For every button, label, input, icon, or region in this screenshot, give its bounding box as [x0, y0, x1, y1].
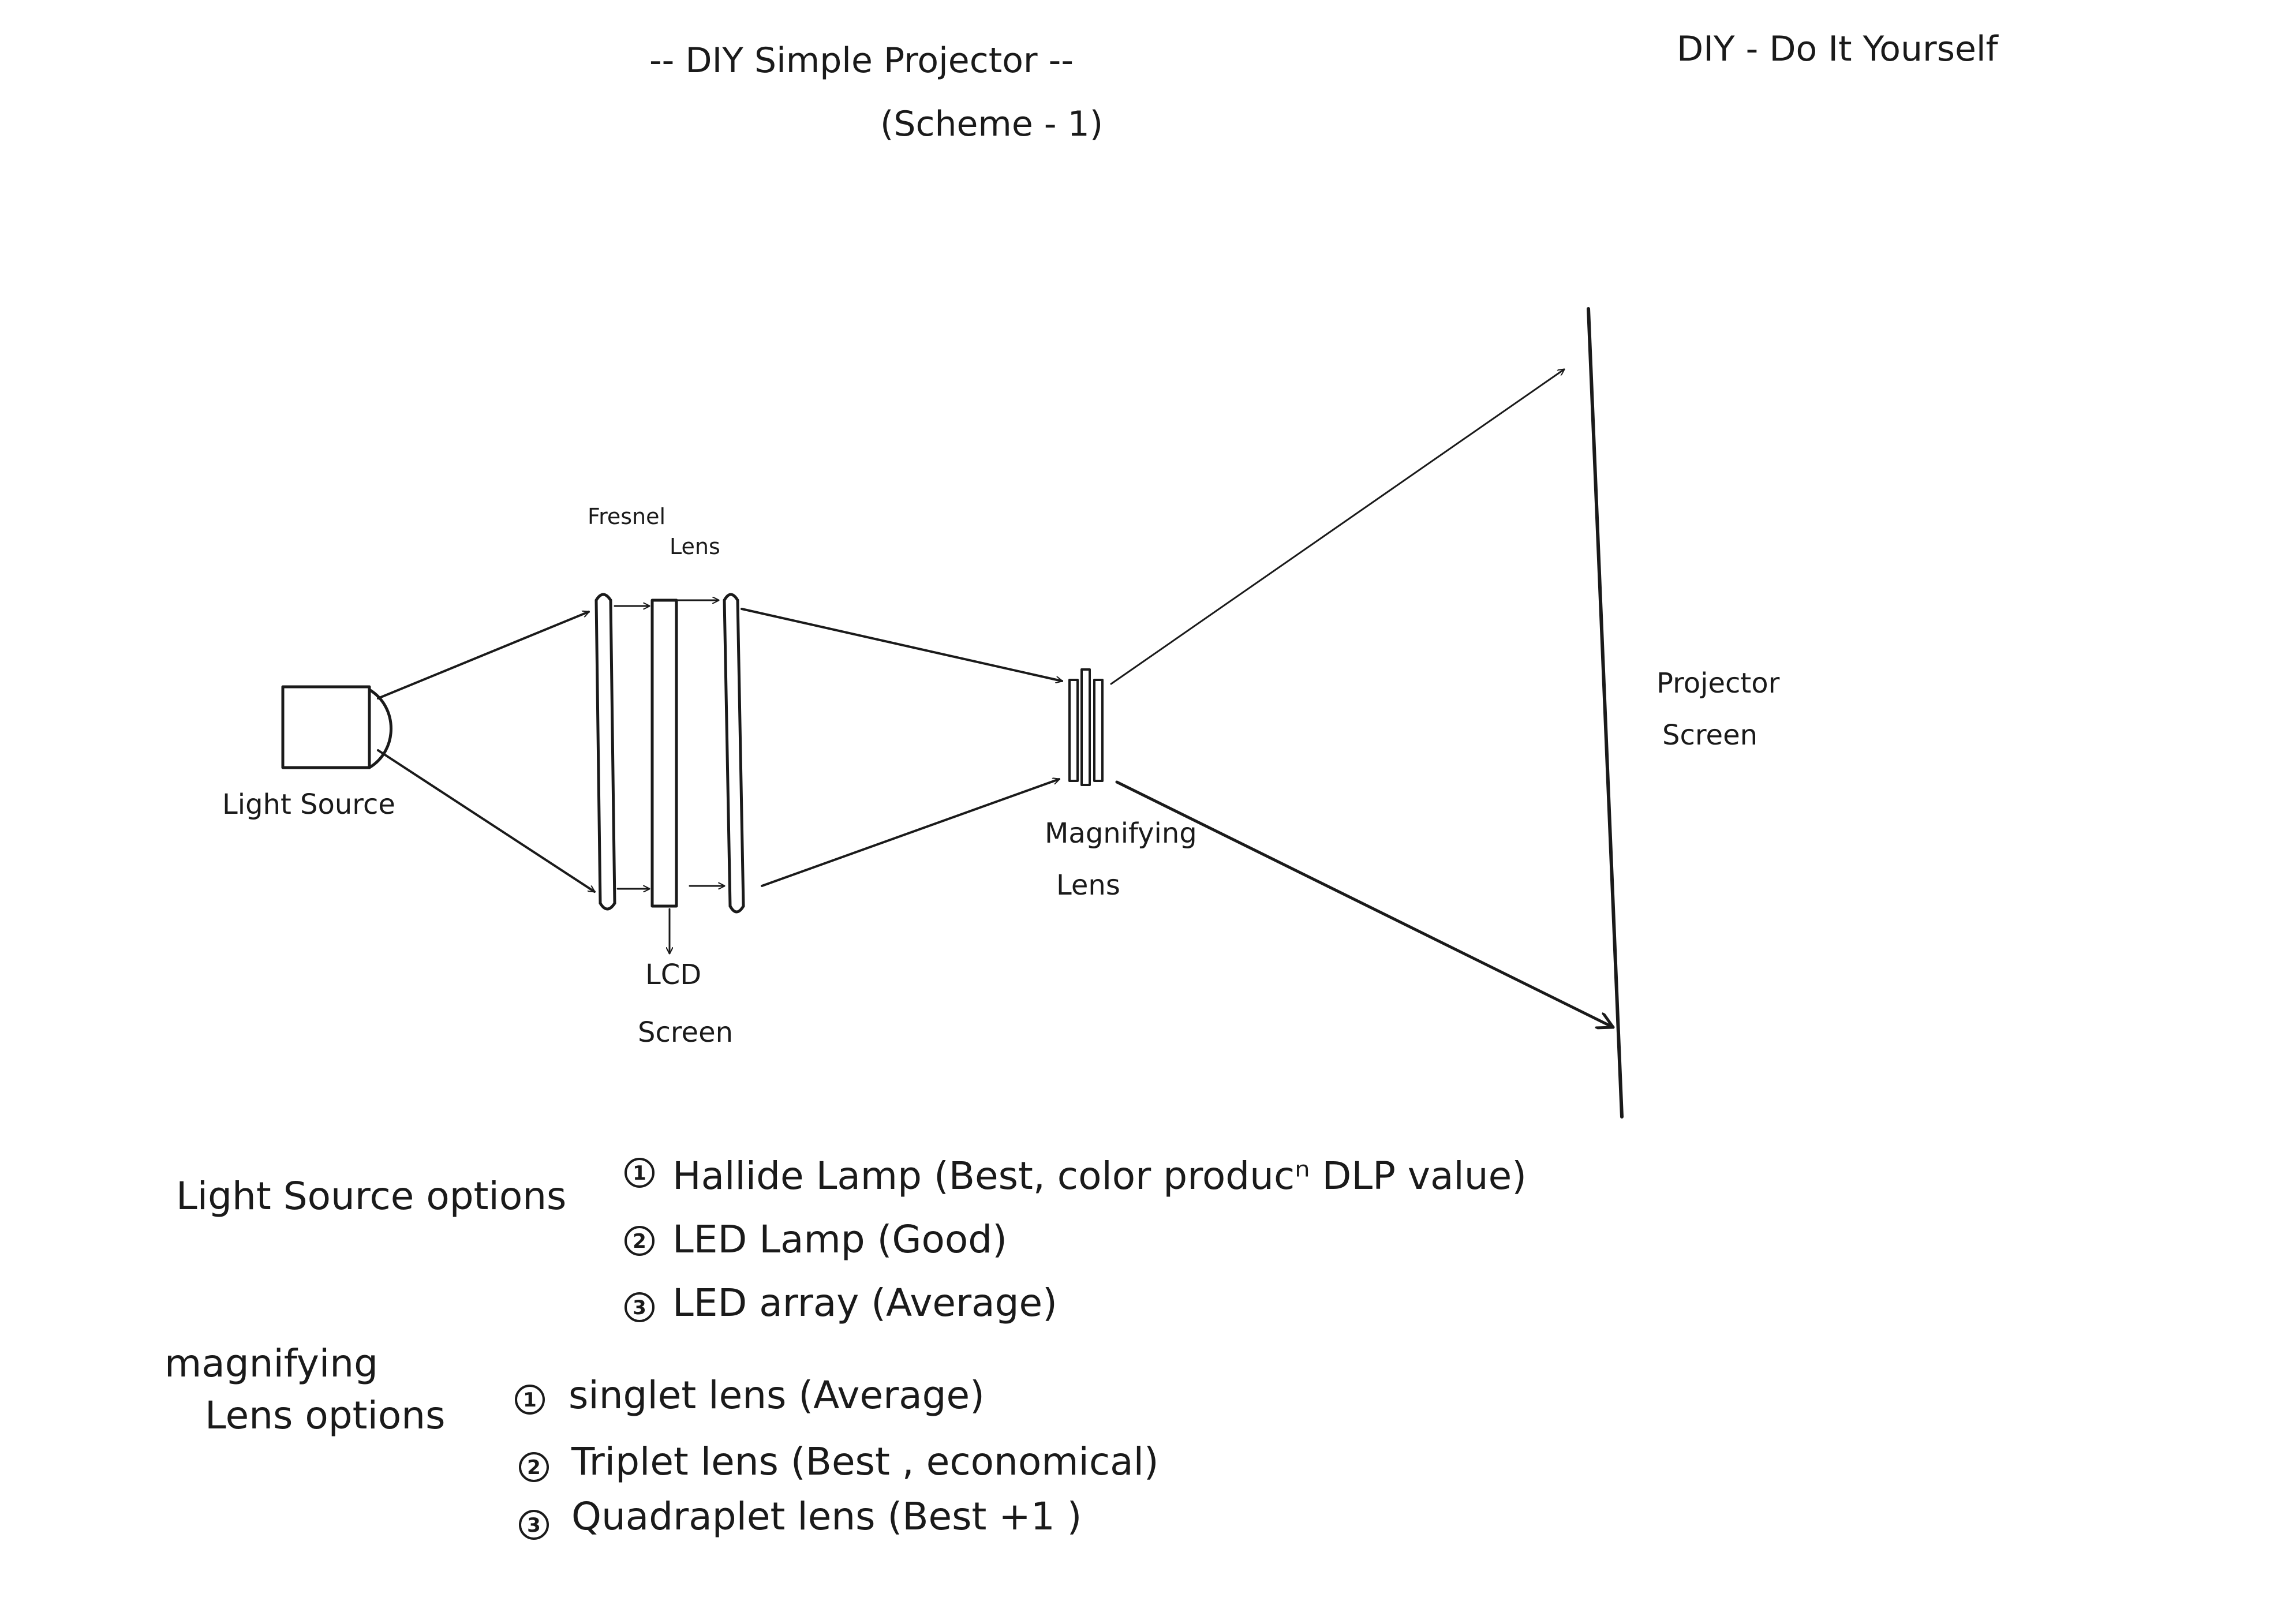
magnifying-option-3-text: Quadraplet lens (Best +1 ) [571, 1494, 1082, 1539]
light-option-3-number: 3 [633, 1296, 646, 1319]
light-option-3-text: LED array (Average) [672, 1281, 1057, 1325]
magnifying-option-1-number: 1 [523, 1389, 537, 1412]
ray-source-to-fresnel-top [377, 612, 589, 699]
fresnel-lens-2 [723, 593, 745, 914]
magnifying-options-heading-line1: magnifying [164, 1341, 378, 1386]
light-source-options-heading: Light Source options [176, 1174, 566, 1218]
light-source-option-2: 2 LED Lamp (Good) [625, 1217, 1007, 1262]
diy-corner-note: DIY - Do It Yourself [1677, 29, 1999, 69]
projector-screen [1587, 307, 1624, 1119]
fresnel-lens-1 [594, 593, 616, 911]
light-option-2-number: 2 [633, 1230, 646, 1253]
ray-source-to-fresnel-bottom [377, 749, 594, 893]
fresnel-label-line2: Lens [670, 534, 720, 559]
fresnel-label-line1: Fresnel [588, 504, 665, 529]
magnifying-lens-label-line2: Lens [1056, 869, 1120, 901]
light-source-option-3: 3 LED array (Average) [625, 1281, 1057, 1325]
ray-fresnel-to-magnifier-top [741, 608, 1062, 681]
ray-magnifier-to-screen-top [1110, 369, 1564, 685]
light-source [281, 685, 392, 769]
light-source-label: Light Source [222, 788, 395, 821]
scheme-label: (Scheme - 1) [880, 104, 1103, 144]
ray-magnifier-to-screen-bottom [1115, 780, 1613, 1027]
magnifying-lens [1068, 668, 1104, 786]
lcd-label-line2: Screen [638, 1016, 733, 1049]
magnifying-option-1-text: singlet lens (Average) [569, 1373, 985, 1417]
ray-fresnel-to-magnifier-bottom [761, 779, 1059, 887]
magnifying-option-2: 2 Triplet lens (Best , economical) [519, 1439, 1159, 1484]
magnifying-option-1: 1 singlet lens (Average) [515, 1373, 985, 1417]
light-option-1-text: Hallide Lamp (Best, color producⁿ DLP va… [672, 1154, 1527, 1198]
diagram-title: -- DIY Simple Projector -- [649, 40, 1074, 81]
magnifying-option-3: 3 Quadraplet lens (Best +1 ) [519, 1494, 1082, 1540]
projector-screen-label-line1: Projector [1656, 667, 1780, 699]
light-option-2-text: LED Lamp (Good) [672, 1217, 1007, 1262]
magnifying-option-2-number: 2 [527, 1456, 541, 1479]
magnifying-lens-label-line1: Magnifying [1045, 817, 1197, 850]
lcd-screen [650, 598, 678, 908]
magnifying-option-2-text: Triplet lens (Best , economical) [571, 1439, 1159, 1484]
magnifying-option-3-number: 3 [527, 1514, 541, 1537]
light-source-option-1: 1 Hallide Lamp (Best, color producⁿ DLP … [625, 1154, 1527, 1198]
projector-screen-label-line2: Screen [1662, 719, 1757, 751]
lcd-label-line1: LCD [645, 959, 701, 991]
light-option-1-number: 1 [633, 1162, 646, 1185]
magnifying-options-heading-line2: Lens options [205, 1393, 446, 1438]
